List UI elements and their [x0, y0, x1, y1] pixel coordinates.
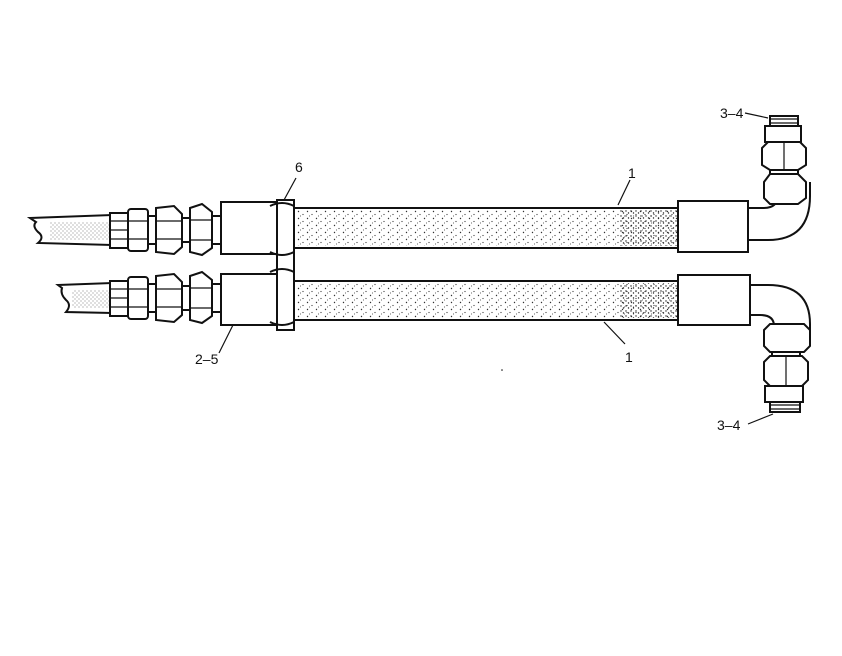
- callout-upper-hose: 1: [628, 165, 636, 181]
- lower-hose-ferrule: [220, 273, 278, 326]
- leader-lines: [218, 112, 774, 425]
- stray-mark: [501, 369, 503, 371]
- upper-hose-ferrule: [220, 201, 278, 255]
- lower-hose-assembly: [55, 270, 811, 413]
- upper-elbow-fittings: [761, 115, 807, 205]
- callout-bracket: 6: [295, 159, 303, 175]
- upper-hose: [293, 207, 680, 249]
- lower-end-ferrule: [677, 274, 751, 326]
- upper-supply-fittings: [109, 202, 223, 257]
- lower-supply-hose-cut: [55, 281, 113, 315]
- callout-upper-elbow: 3–4: [720, 105, 744, 121]
- callout-lower-elbow: 3–4: [717, 417, 741, 433]
- lower-supply-fittings: [109, 270, 223, 325]
- upper-end-ferrule: [677, 200, 749, 253]
- upper-hose-assembly: [26, 115, 811, 257]
- mounting-bracket: [269, 199, 295, 331]
- upper-supply-hose-cut: [26, 213, 113, 247]
- callout-lower-hose: 1: [625, 349, 633, 365]
- lower-elbow-fittings: [763, 323, 811, 413]
- lower-hose: [293, 280, 680, 321]
- callout-lower-fitting: 2–5: [195, 351, 219, 367]
